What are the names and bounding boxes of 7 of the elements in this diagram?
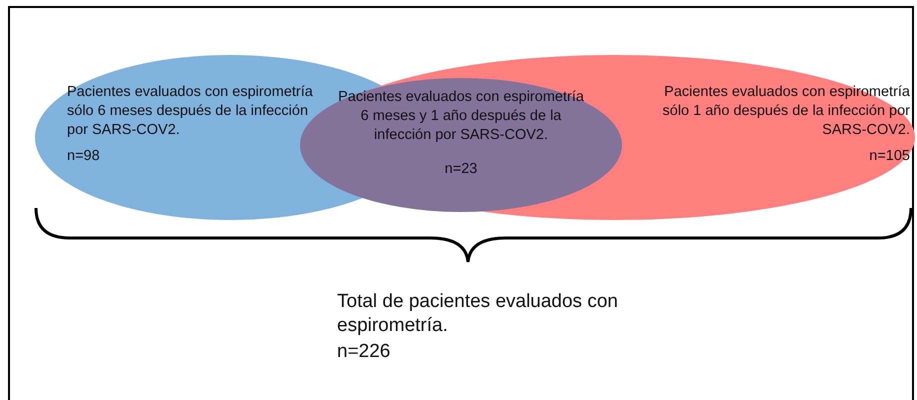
count-label: n=98 — [67, 147, 101, 166]
total-count: n=226 — [337, 340, 392, 364]
group-description: Pacientes evaluados con espirometría sólo 1 año después de la infección por SARS-COV2. — [662, 83, 910, 140]
group-description: Pacientes evaluados con espirometría sólo 6 meses después de la infección por SARS-COV2. — [67, 83, 314, 140]
count-label: n=105 — [868, 147, 910, 166]
count-label: n=23 — [444, 160, 478, 179]
total-description: Total de pacientes evaluados con espirometría. — [337, 290, 619, 338]
